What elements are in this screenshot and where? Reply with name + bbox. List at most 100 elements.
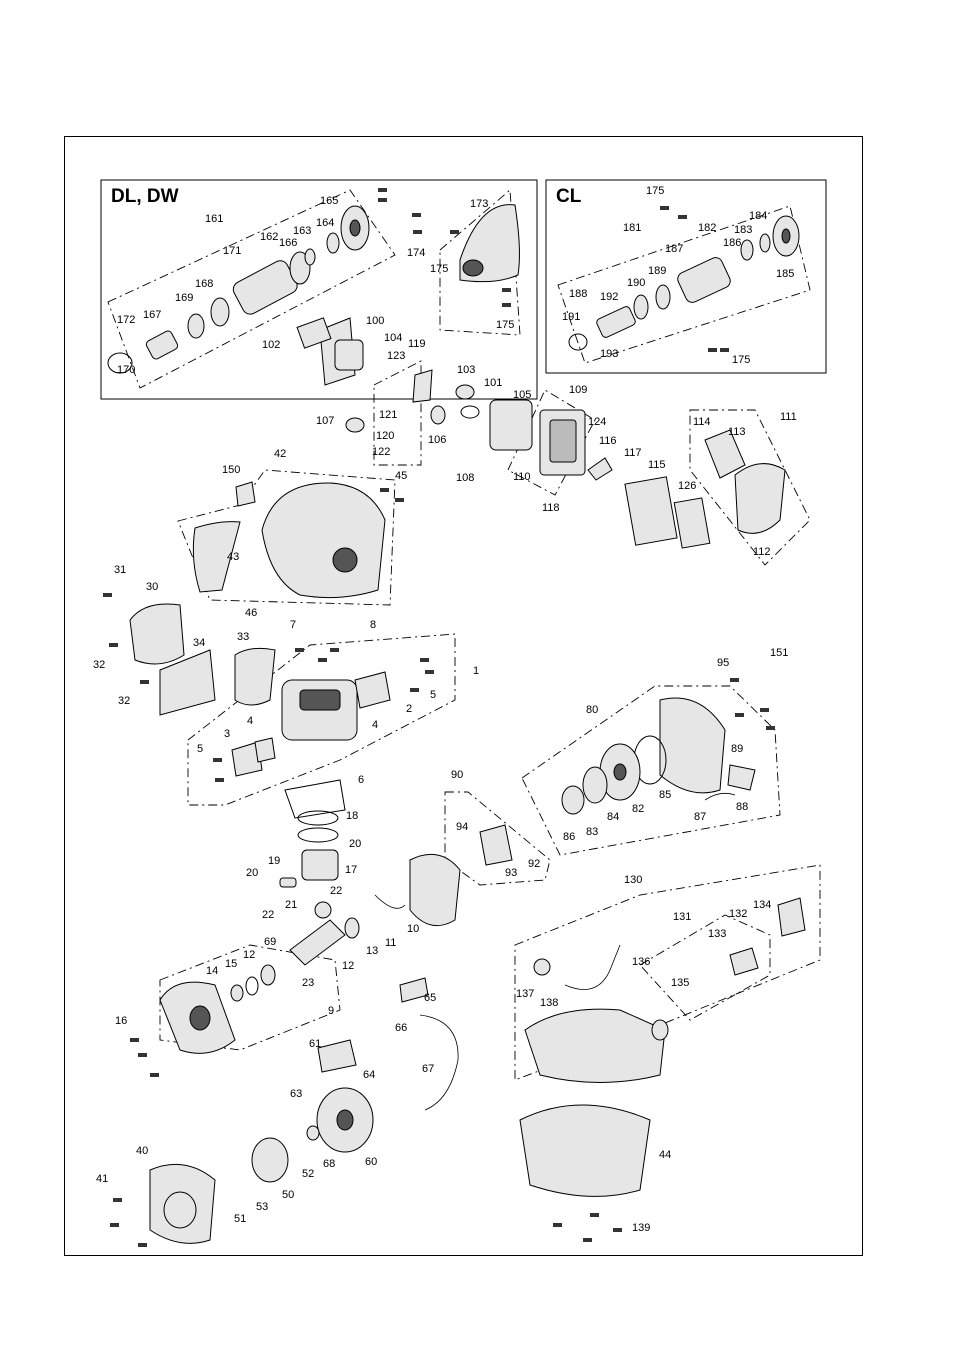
part-label-106: 106: [428, 434, 446, 446]
bolt-mark: [138, 1053, 147, 1057]
part-label-22: 22: [262, 909, 274, 921]
part-label-164: 164: [316, 217, 334, 229]
part-label-175: 175: [496, 319, 514, 331]
bolt-mark: [760, 708, 769, 712]
fuel-tank-parts: [519, 897, 806, 1197]
bolt-mark: [420, 658, 429, 662]
bolt-mark: [410, 688, 419, 692]
part-label-150: 150: [222, 464, 240, 476]
part-label-120: 120: [376, 430, 394, 442]
part-label-63: 63: [290, 1088, 302, 1100]
part-label-7: 7: [290, 619, 296, 631]
part-label-33: 33: [237, 631, 249, 643]
part-label-118: 118: [542, 502, 560, 514]
part-label-60: 60: [365, 1156, 377, 1168]
part-label-31: 31: [114, 564, 126, 576]
bolt-mark: [730, 678, 739, 682]
part-label-53: 53: [256, 1201, 268, 1213]
crank-piston-parts: [230, 810, 461, 1002]
part-label-135: 135: [671, 977, 689, 989]
part-label-10: 10: [407, 923, 419, 935]
part-label-173: 173: [470, 198, 488, 210]
part-label-4: 4: [372, 719, 378, 731]
dl-dw-clutch-box: [100, 179, 538, 400]
part-label-5: 5: [197, 743, 203, 755]
part-label-32: 32: [118, 695, 130, 707]
part-label-119: 119: [408, 338, 426, 350]
part-label-30: 30: [146, 581, 158, 593]
group-outlines: [107, 189, 821, 1081]
part-label-16: 16: [115, 1015, 127, 1027]
part-label-13: 13: [366, 945, 378, 957]
leader-lines: [103, 188, 775, 1247]
part-label-167: 167: [143, 309, 161, 321]
part-label-175: 175: [732, 354, 750, 366]
part-label-188: 188: [569, 288, 587, 300]
part-label-107: 107: [316, 415, 334, 427]
bolt-mark: [425, 670, 434, 674]
part-label-134: 134: [753, 899, 771, 911]
part-label-45: 45: [395, 470, 407, 482]
cl-box-title: CL: [556, 186, 582, 207]
part-label-92: 92: [528, 858, 540, 870]
part-label-187: 187: [665, 243, 683, 255]
part-label-17: 17: [345, 864, 357, 876]
part-label-84: 84: [607, 811, 619, 823]
part-label-65: 65: [424, 992, 436, 1004]
bolt-mark: [138, 1243, 147, 1247]
part-label-165: 165: [320, 195, 338, 207]
part-label-186: 186: [723, 237, 741, 249]
bolt-mark: [378, 188, 387, 192]
part-label-18: 18: [346, 810, 358, 822]
part-label-100: 100: [366, 315, 384, 327]
part-label-108: 108: [456, 472, 474, 484]
bolt-mark: [113, 1198, 122, 1202]
part-label-4: 4: [247, 715, 253, 727]
cl-parts: [568, 215, 800, 351]
part-label-183: 183: [734, 224, 752, 236]
part-label-192: 192: [600, 291, 618, 303]
part-label-162: 162: [260, 231, 278, 243]
bolt-mark: [450, 230, 459, 234]
part-label-22: 22: [330, 885, 342, 897]
dl-dw-box-title: DL, DW: [111, 186, 179, 207]
bolt-mark: [140, 680, 149, 684]
dl-dw-parts: [107, 204, 520, 374]
bolt-mark: [318, 658, 327, 662]
bolt-mark: [720, 348, 729, 352]
part-label-168: 168: [195, 278, 213, 290]
part-label-40: 40: [136, 1145, 148, 1157]
part-label-170: 170: [117, 364, 135, 376]
part-label-90: 90: [451, 769, 463, 781]
bolt-mark: [613, 1228, 622, 1232]
bolt-mark: [215, 778, 224, 782]
part-label-46: 46: [245, 607, 257, 619]
part-label-12: 12: [342, 960, 354, 972]
part-label-20: 20: [246, 867, 258, 879]
part-label-94: 94: [456, 821, 468, 833]
part-label-95: 95: [717, 657, 729, 669]
part-label-69: 69: [264, 936, 276, 948]
part-label-6: 6: [358, 774, 364, 786]
part-label-109: 109: [569, 384, 587, 396]
part-label-138: 138: [540, 997, 558, 1009]
part-label-161: 161: [205, 213, 223, 225]
part-label-175: 175: [646, 185, 664, 197]
part-label-8: 8: [370, 619, 376, 631]
part-label-102: 102: [262, 339, 280, 351]
part-label-163: 163: [293, 225, 311, 237]
part-label-172: 172: [117, 314, 135, 326]
part-label-114: 114: [693, 416, 711, 428]
part-label-67: 67: [422, 1063, 434, 1075]
part-label-175: 175: [430, 263, 448, 275]
bolt-mark: [590, 1213, 599, 1217]
part-label-42: 42: [274, 448, 286, 460]
diagram-frame: [64, 136, 863, 1256]
bolt-mark: [412, 213, 421, 217]
part-label-126: 126: [678, 480, 696, 492]
part-label-87: 87: [694, 811, 706, 823]
part-label-44: 44: [659, 1149, 671, 1161]
bolt-mark: [103, 593, 112, 597]
part-label-113: 113: [728, 426, 746, 438]
bolt-mark: [502, 303, 511, 307]
